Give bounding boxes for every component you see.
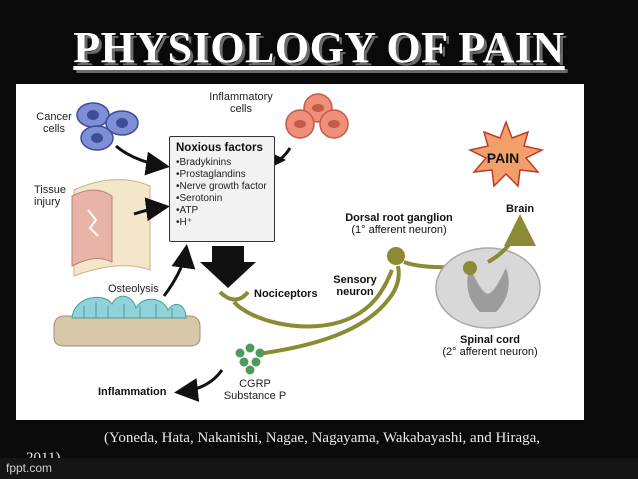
noxious-factor-item: •Prostaglandins <box>176 169 246 180</box>
label-sensory-neuron: Sensory neuron <box>333 274 377 298</box>
citation: (Yoneda, Hata, Nakanishi, Nagae, Nagayam… <box>104 430 541 446</box>
label-inflammation: Inflammation <box>98 386 167 398</box>
footer-bar: fppt.com <box>0 458 638 479</box>
label-spinal-cord: Spinal cord (2° afferent neuron) <box>442 334 538 358</box>
noxious-factor-item: •H⁺ <box>176 217 193 228</box>
spinal-cord-illustration <box>435 247 541 329</box>
inflammatory-cells-illustration <box>285 93 349 139</box>
cgrp-granules <box>235 343 265 375</box>
noxious-factors-box: Noxious factors •Bradykinins •Prostaglan… <box>169 136 275 242</box>
label-nociceptors: Nociceptors <box>254 288 318 300</box>
noxious-factor-item: •Bradykinins <box>176 157 232 168</box>
inflammation-arrow <box>174 369 224 402</box>
arrows-to-noxious-factors <box>115 144 292 297</box>
label-inflammatory-cells: Inflammatory cells <box>209 91 273 115</box>
label-dorsal-root-ganglion: Dorsal root ganglion (1° afferent neuron… <box>345 212 453 236</box>
noxious-factor-item: •Nerve growth factor <box>176 181 267 192</box>
footer-watermark: fppt.com <box>6 461 53 475</box>
label-pain: PAIN <box>486 150 520 166</box>
label-osteolysis: Osteolysis <box>108 283 159 295</box>
label-cancer-cells: Cancer cells <box>36 111 72 135</box>
down-arrow <box>200 246 256 288</box>
noxious-factor-item: •ATP <box>176 205 199 216</box>
cancer-cells-illustration <box>76 102 139 151</box>
pain-burst-icon <box>467 119 545 188</box>
label-cgrp: CGRP Substance P <box>223 378 287 402</box>
label-tissue-injury: Tissue injury <box>34 184 66 208</box>
brain-arrow <box>487 214 536 264</box>
slide-title: PHYSIOLOGY OF PAIN <box>73 23 565 72</box>
tissue-injury-illustration <box>71 179 151 277</box>
label-brain: Brain <box>506 203 535 215</box>
noxious-factors-title: Noxious factors <box>176 142 263 154</box>
osteolysis-illustration <box>53 295 201 347</box>
noxious-factor-item: •Serotonin <box>176 193 223 204</box>
noxious-factors-list: •Bradykinins •Prostaglandins •Nerve grow… <box>176 157 268 229</box>
